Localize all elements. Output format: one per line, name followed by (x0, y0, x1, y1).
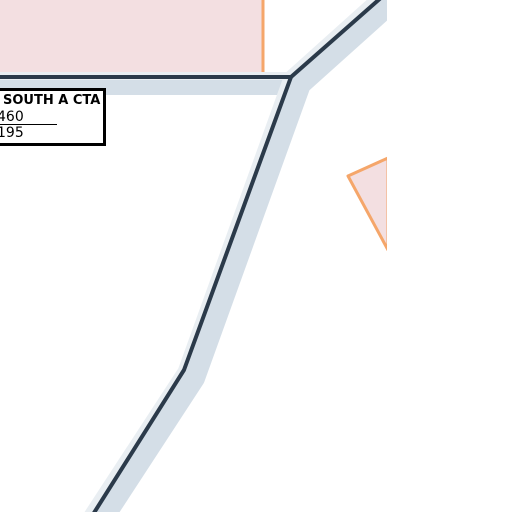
lower-altitude: 195 (0, 125, 24, 141)
altitude-divider (0, 124, 57, 125)
airspace-name: SOUTH A CTA (3, 93, 101, 108)
upper-altitude: 460 (0, 109, 24, 125)
airspace-boundary-halo (0, 0, 409, 512)
map-margin-right (387, 0, 512, 512)
airspace-label-box: SOUTH A CTA 460 195 (0, 88, 106, 146)
restricted-area-right (346, 156, 390, 252)
airspace-boundary-line-south (92, 76, 293, 512)
restricted-area-top (0, 0, 265, 78)
